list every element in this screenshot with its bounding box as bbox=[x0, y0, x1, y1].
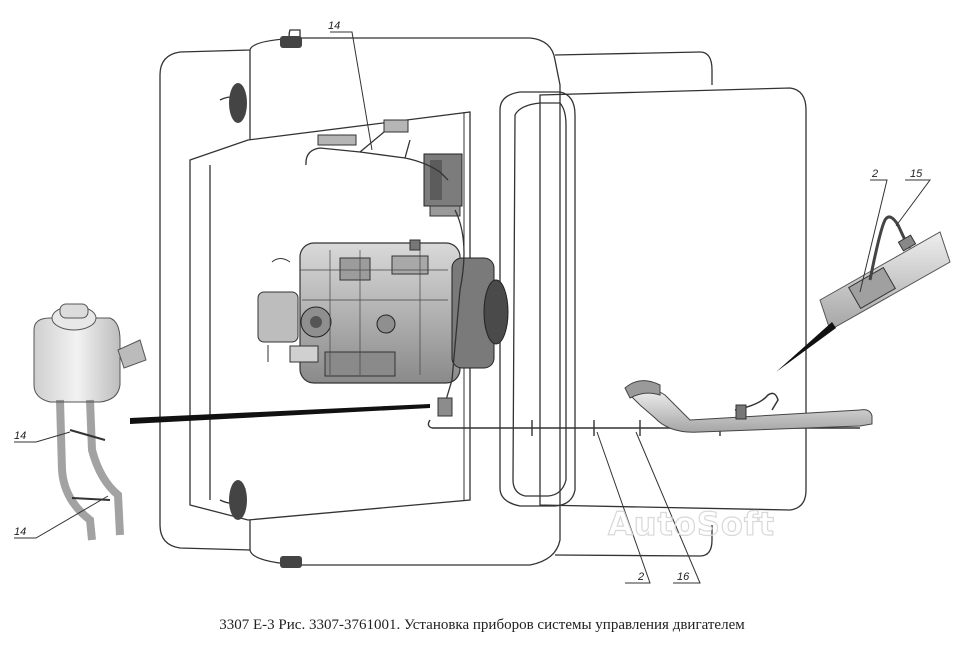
watermark: AutoSoft bbox=[608, 505, 775, 543]
callout-14-left-upper: 14 bbox=[14, 430, 26, 442]
callout-2-right: 2 bbox=[871, 168, 878, 180]
control-unit bbox=[317, 119, 463, 217]
callout-2-bottom: 2 bbox=[637, 571, 644, 583]
cargo-body bbox=[463, 51, 807, 557]
engine-assembly bbox=[257, 239, 509, 384]
inset-arrows bbox=[130, 322, 836, 424]
pipe-assembly bbox=[624, 380, 873, 433]
callout-15-right: 15 bbox=[910, 168, 923, 180]
cab-outline bbox=[159, 29, 561, 566]
callout-16-bottom: 16 bbox=[677, 571, 690, 583]
callout-14-left-lower: 14 bbox=[14, 526, 26, 538]
callout-14-top: 14 bbox=[328, 20, 340, 32]
cab-lamps bbox=[229, 36, 302, 568]
figure-caption: 3307 Е-3 Рис. 3307-3761001. Установка пр… bbox=[219, 617, 745, 633]
reservoir-inset bbox=[33, 303, 147, 541]
leader-lines bbox=[14, 31, 931, 584]
top-harness bbox=[305, 131, 465, 401]
sensor-inset bbox=[819, 215, 951, 331]
